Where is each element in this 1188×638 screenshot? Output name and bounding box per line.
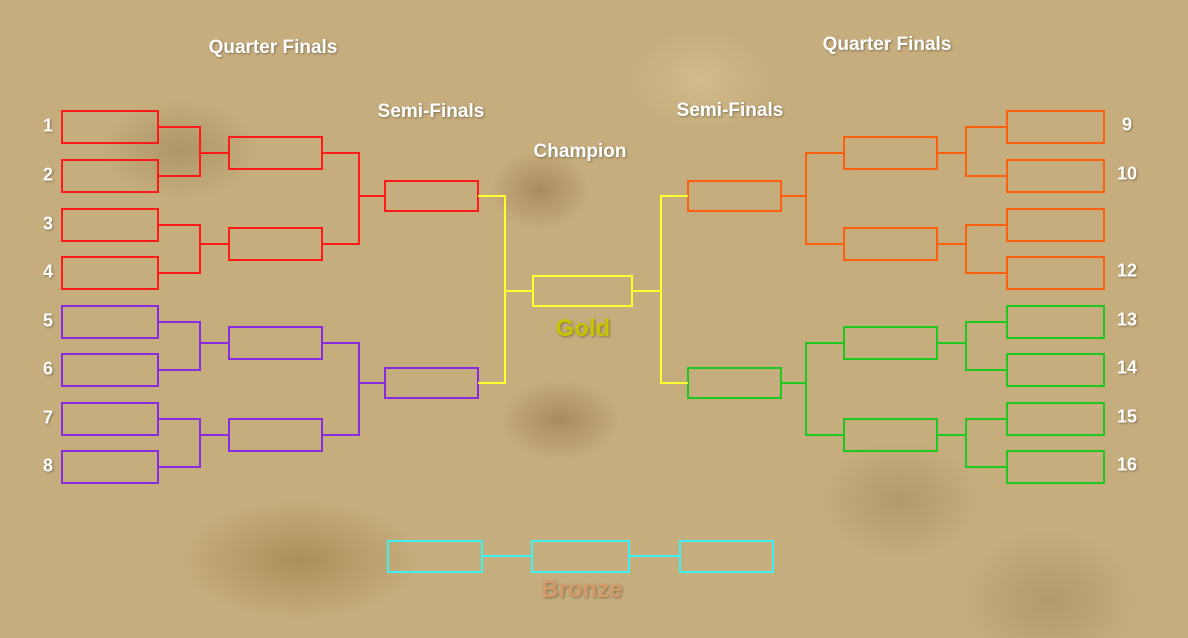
left-round1-slot[interactable]: [61, 159, 159, 193]
gold-label: Gold: [555, 315, 611, 342]
left-round1-slot[interactable]: [61, 110, 159, 144]
seed-number: 7: [42, 407, 54, 428]
seed-number: 5: [42, 310, 54, 331]
right-quarter-finals-heading: Quarter Finals: [822, 34, 952, 55]
connector-line: [965, 418, 1007, 468]
connector-line: [660, 195, 688, 384]
bronze-slot-left[interactable]: [387, 540, 483, 573]
left-round1-slot[interactable]: [61, 353, 159, 387]
left-quarter-final-slot[interactable]: [228, 227, 323, 261]
left-quarter-final-slot[interactable]: [228, 136, 323, 170]
right-quarter-final-slot[interactable]: [843, 326, 938, 360]
left-semi-final-slot[interactable]: [384, 180, 479, 212]
seed-number: 10: [1116, 163, 1138, 184]
connector-line: [805, 342, 844, 436]
connector-line: [965, 321, 1007, 371]
bronze-label: Bronze: [541, 576, 623, 603]
connector-line: [478, 195, 506, 384]
seed-number: 1: [42, 115, 54, 136]
left-quarter-final-slot[interactable]: [228, 326, 323, 360]
left-round1-slot[interactable]: [61, 305, 159, 339]
right-quarter-final-slot[interactable]: [843, 418, 938, 452]
connector-line: [965, 224, 1007, 274]
left-round1-slot[interactable]: [61, 402, 159, 436]
left-quarter-final-slot[interactable]: [228, 418, 323, 452]
right-round1-slot[interactable]: [1006, 159, 1105, 193]
connector-line: [805, 152, 844, 245]
seed-number: 4: [42, 261, 54, 282]
connector-line: [158, 126, 201, 177]
seed-number: 14: [1116, 357, 1138, 378]
seed-number: 9: [1121, 114, 1133, 135]
right-round1-slot[interactable]: [1006, 110, 1105, 144]
left-semi-finals-heading: Semi-Finals: [377, 101, 485, 122]
seed-number: 12: [1116, 260, 1138, 281]
champion-heading: Champion: [533, 141, 627, 162]
left-quarter-finals-heading: Quarter Finals: [208, 37, 338, 58]
connector-line: [158, 224, 201, 274]
seed-number: 8: [42, 455, 54, 476]
right-round1-slot[interactable]: [1006, 256, 1105, 290]
right-round1-slot[interactable]: [1006, 305, 1105, 339]
connector-line: [158, 418, 201, 468]
right-quarter-final-slot[interactable]: [843, 227, 938, 261]
left-round1-slot[interactable]: [61, 450, 159, 484]
left-round1-slot[interactable]: [61, 256, 159, 290]
connector-line: [965, 126, 1007, 177]
seed-number: 15: [1116, 406, 1138, 427]
champion-slot[interactable]: [532, 275, 633, 307]
right-semi-final-slot[interactable]: [687, 367, 782, 399]
bronze-final-slot[interactable]: [531, 540, 630, 573]
connector-line: [322, 342, 360, 436]
connector-line: [158, 321, 201, 371]
right-round1-slot[interactable]: [1006, 353, 1105, 387]
seed-number: 2: [42, 164, 54, 185]
connector-line: [322, 152, 360, 245]
right-round1-slot[interactable]: [1006, 402, 1105, 436]
seed-number: 16: [1116, 454, 1138, 475]
seed-number: 13: [1116, 309, 1138, 330]
bronze-slot-right[interactable]: [679, 540, 774, 573]
right-round1-slot[interactable]: [1006, 208, 1105, 242]
left-round1-slot[interactable]: [61, 208, 159, 242]
right-semi-final-slot[interactable]: [687, 180, 782, 212]
right-round1-slot[interactable]: [1006, 450, 1105, 484]
seed-number: 3: [42, 213, 54, 234]
left-semi-final-slot[interactable]: [384, 367, 479, 399]
right-semi-finals-heading: Semi-Finals: [676, 100, 784, 121]
seed-number: 6: [42, 358, 54, 379]
right-quarter-final-slot[interactable]: [843, 136, 938, 170]
